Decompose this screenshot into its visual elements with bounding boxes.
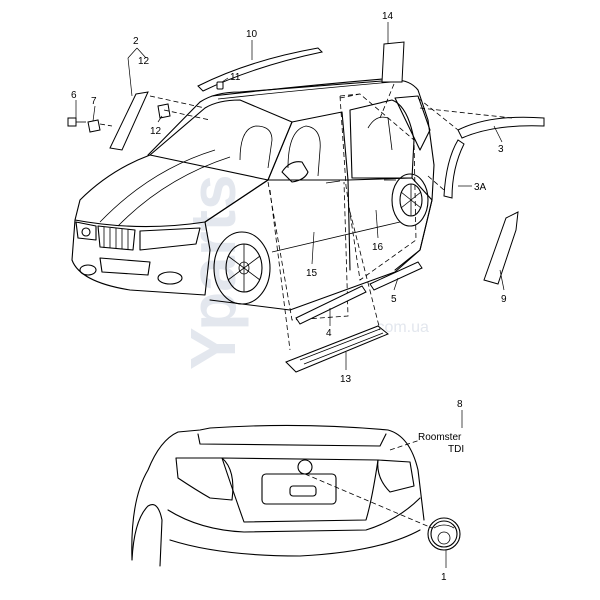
- guide-line: [379, 83, 395, 119]
- badge-text-model: Roomster: [418, 432, 462, 443]
- part-12-clip-left: [157, 103, 171, 119]
- guide-line: [339, 93, 361, 99]
- door-seam: [347, 179, 351, 271]
- side-strip: [271, 221, 401, 253]
- car-rear-view: [131, 424, 433, 567]
- callout-3: 3: [498, 144, 504, 155]
- guide-line: [389, 439, 421, 451]
- part-7-clip: [87, 119, 101, 133]
- rear-seat: [367, 116, 393, 151]
- callout-12-lower: 12: [150, 126, 162, 137]
- side-body-lower: [204, 177, 433, 311]
- callout-15: 15: [306, 268, 318, 279]
- front-door-handle: [325, 180, 341, 184]
- fog-light-left: [79, 264, 97, 276]
- guide-line: [427, 175, 445, 191]
- headlight-right: [139, 227, 201, 251]
- lower-grille: [99, 257, 151, 276]
- part-13-door-sill: [285, 325, 389, 373]
- guide-line: [99, 123, 113, 127]
- plate-light: [289, 485, 317, 497]
- hood-stripe-2: [117, 156, 231, 227]
- callout-leaders: [75, 22, 505, 568]
- grille-bars: [103, 227, 129, 250]
- callout-1: 1: [441, 572, 447, 583]
- part-5-rear-door-strip: [369, 261, 423, 291]
- callout-16: 16: [372, 242, 384, 253]
- roof-rail: [211, 77, 396, 97]
- watermark-main: Yparts: [177, 174, 249, 370]
- rear-bumper-lower: [169, 529, 421, 557]
- plate-recess: [261, 473, 337, 505]
- rear-bumper: [167, 497, 421, 533]
- front-side-window: [267, 111, 349, 181]
- front-seat: [239, 125, 273, 169]
- callout-5: 5: [391, 294, 397, 305]
- rear-side-window: [349, 99, 415, 179]
- part-15-front-door-outline: [267, 181, 349, 321]
- part-14-b-pillar-trim: [381, 41, 405, 83]
- part-6-screw: [67, 117, 86, 127]
- guide-line: [417, 97, 459, 131]
- guide-line: [149, 95, 206, 109]
- tailgate: [221, 457, 379, 523]
- front-logo: [81, 227, 91, 237]
- headlight-left: [75, 221, 97, 241]
- callout-3a: 3A: [474, 182, 487, 193]
- guide-line: [304, 473, 433, 529]
- callout-10: 10: [246, 29, 258, 40]
- callout-13: 13: [340, 374, 352, 385]
- fog-light-right: [157, 271, 183, 285]
- callout-7: 7: [91, 96, 97, 107]
- part-11-clip: [216, 81, 224, 90]
- tail-light-left: [175, 457, 234, 501]
- side-mirror: [281, 161, 309, 183]
- grille: [97, 225, 136, 251]
- callout-labels: 2 12 6 7 10 11 12 14 3 3A 9 15 16 4 5 13…: [71, 11, 507, 583]
- part-9-pillar-trim: [483, 211, 519, 285]
- rear-body-outline: [131, 424, 425, 561]
- callout-9: 9: [501, 294, 507, 305]
- callout-4: 4: [326, 328, 332, 339]
- guide-line: [269, 189, 291, 351]
- passenger-seat: [287, 125, 321, 177]
- front-bumper: [71, 219, 211, 296]
- rear-wheel-arch: [131, 504, 163, 567]
- hood-stripe-1: [99, 149, 216, 223]
- roof-rail-inner: [217, 81, 393, 100]
- part-1-emblem: [427, 517, 461, 551]
- rear-window: [197, 433, 387, 447]
- badge-text-engine: TDI: [448, 444, 464, 455]
- guide-line: [419, 107, 513, 119]
- tail-light-right: [377, 459, 415, 493]
- callout-14: 14: [382, 11, 394, 22]
- rear-wheel: [391, 173, 429, 227]
- callout-8: 8: [457, 399, 463, 410]
- part-3a-d-pillar-trim: [443, 139, 465, 199]
- callout-11: 11: [230, 72, 241, 83]
- callout-2: 2: [133, 36, 139, 47]
- windshield: [149, 99, 293, 181]
- car-front-view: [71, 77, 435, 311]
- rear-quarter-glass: [394, 95, 431, 151]
- part-4-front-door-strip: [295, 285, 367, 325]
- callout-6: 6: [71, 90, 77, 101]
- watermark: Yparts: [177, 174, 249, 370]
- watermark-sub: .com.ua: [372, 319, 429, 336]
- front-wheel: [213, 231, 271, 305]
- guide-line: [349, 211, 381, 331]
- callout-12-upper: 12: [138, 56, 150, 67]
- part-10-roof-moulding: [197, 47, 324, 92]
- part-3-roof-trim: [457, 116, 545, 139]
- rear-logo: [297, 459, 313, 475]
- part-2-a-pillar-trim: [109, 91, 149, 151]
